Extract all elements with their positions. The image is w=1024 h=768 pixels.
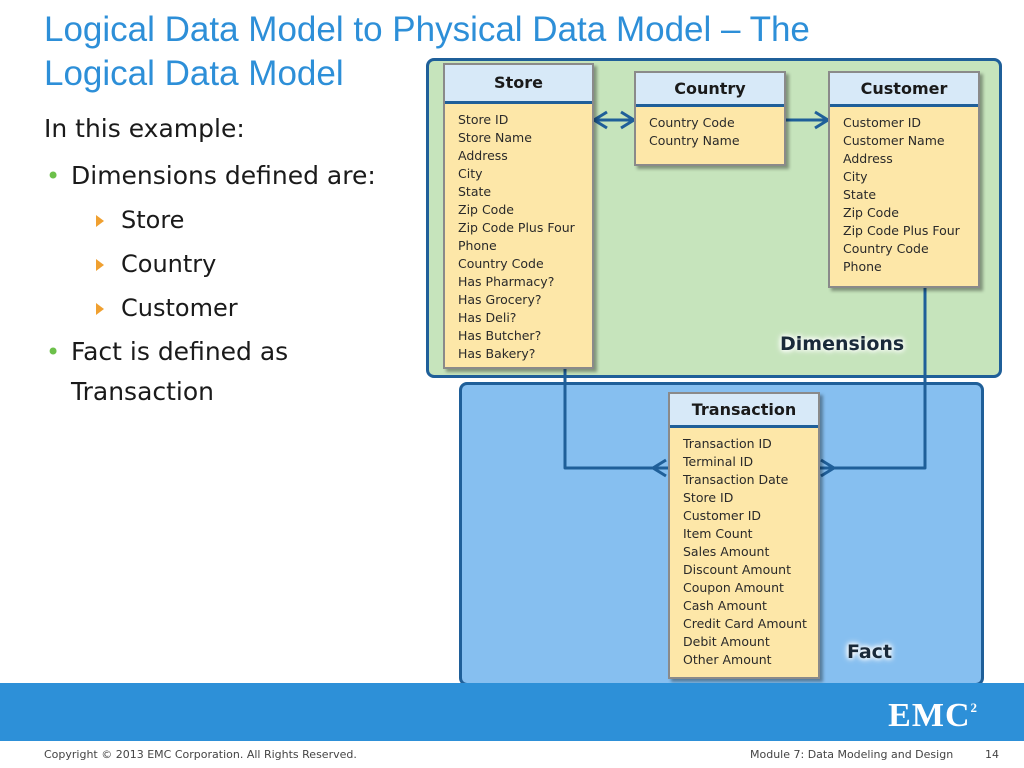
store-field: Store Name (458, 130, 532, 145)
intro-text: In this example: (44, 114, 245, 143)
store-field: Country Code (458, 256, 544, 271)
bullet-fact-line-1: Fact is defined as (71, 337, 289, 366)
country-field: Country Name (649, 133, 740, 148)
sub-bullet-store-text: Store (121, 206, 185, 234)
module-text: Module 7: Data Modeling and Design (750, 748, 954, 761)
country-entity-header: Country (636, 73, 784, 107)
transaction-field: Sales Amount (683, 544, 770, 559)
store-field: Zip Code (458, 202, 514, 217)
bullet-list: In this example: • Dimensions defined ar… (44, 112, 424, 414)
triangle-bullet-icon (96, 259, 104, 271)
copyright-text: Copyright © 2013 EMC Corporation. All Ri… (44, 748, 357, 761)
emc-logo: EMC2 (888, 697, 978, 735)
customer-field: Zip Code (843, 205, 899, 220)
store-field: Has Pharmacy? (458, 274, 555, 289)
transaction-field: Terminal ID (683, 454, 754, 469)
transaction-entity: Transaction Transaction ID Terminal ID T… (668, 392, 820, 679)
transaction-field: Credit Card Amount (683, 616, 807, 631)
dimensions-label: Dimensions (780, 333, 905, 355)
transaction-field: Store ID (683, 490, 734, 505)
transaction-crowfoot-right-icon (820, 458, 836, 478)
bullet-fact: • Fact is defined as Transaction (44, 332, 424, 412)
customer-field: Zip Code Plus Four (843, 223, 960, 238)
transaction-field: Cash Amount (683, 598, 767, 613)
sub-bullet-store: Store (44, 198, 424, 242)
fact-label: Fact (847, 641, 893, 663)
customer-field: Address (843, 151, 893, 166)
transaction-field: Transaction Date (683, 472, 789, 487)
transaction-field: Coupon Amount (683, 580, 784, 595)
title-line-2: Logical Data Model (44, 54, 344, 93)
customer-field: Phone (843, 259, 882, 274)
title-line-1: Logical Data Model to Physical Data Mode… (44, 10, 810, 49)
bullet-dimensions-text: Dimensions defined are: (71, 161, 376, 190)
store-field: Phone (458, 238, 497, 253)
footer-bar: EMC2 (0, 683, 1024, 741)
customer-transaction-line (817, 284, 927, 470)
store-field: City (458, 166, 483, 181)
bullet-dimensions: • Dimensions defined are: (44, 156, 424, 196)
bullet-dot-icon: • (46, 162, 61, 190)
sub-bullet-country-text: Country (121, 250, 217, 278)
transaction-field: Customer ID (683, 508, 762, 523)
sub-bullet-country: Country (44, 242, 424, 286)
sub-bullet-customer-text: Customer (121, 294, 238, 322)
store-entity-header: Store (445, 65, 592, 104)
bullet-fact-line-2: Transaction (71, 377, 215, 406)
transaction-field: Debit Amount (683, 634, 770, 649)
transaction-field: Transaction ID (683, 436, 772, 451)
store-field: Has Butcher? (458, 328, 542, 343)
page-number: 14 (985, 748, 999, 761)
customer-field: City (843, 169, 868, 184)
customer-field: Country Code (843, 241, 929, 256)
store-field-list: Store ID Store Name Address City State Z… (445, 104, 592, 363)
store-entity: Store Store ID Store Name Address City S… (443, 63, 594, 369)
store-crowfoot-icon (592, 110, 608, 130)
country-field-list: Country Code Country Name (636, 107, 784, 150)
transaction-field: Other Amount (683, 652, 772, 667)
transaction-field: Discount Amount (683, 562, 791, 577)
store-field: Address (458, 148, 508, 163)
emc-logo-superscript: 2 (970, 699, 978, 715)
store-field: Has Grocery? (458, 292, 542, 307)
triangle-bullet-icon (96, 303, 104, 315)
store-field: Store ID (458, 112, 509, 127)
store-field: Has Deli? (458, 310, 517, 325)
customer-field-list: Customer ID Customer Name Address City S… (830, 107, 978, 276)
store-field: Zip Code Plus Four (458, 220, 575, 235)
transaction-field-list: Transaction ID Terminal ID Transaction D… (670, 428, 818, 669)
bullet-dot-icon: • (46, 338, 61, 366)
triangle-bullet-icon (96, 215, 104, 227)
customer-entity-header: Customer (830, 73, 978, 107)
store-field: State (458, 184, 492, 199)
sub-bullet-customer: Customer (44, 286, 424, 330)
store-field: Has Bakery? (458, 346, 536, 361)
customer-field: Customer ID (843, 115, 922, 130)
emc-logo-text: EMC (888, 697, 971, 734)
transaction-field: Item Count (683, 526, 753, 541)
customer-entity: Customer Customer ID Customer Name Addre… (828, 71, 980, 288)
country-entity: Country Country Code Country Name (634, 71, 786, 166)
store-transaction-line (563, 365, 670, 470)
transaction-entity-header: Transaction (670, 394, 818, 428)
slide-title: Logical Data Model to Physical Data Mode… (44, 8, 944, 96)
customer-field: State (843, 187, 877, 202)
customer-field: Customer Name (843, 133, 945, 148)
country-field: Country Code (649, 115, 735, 130)
transaction-crowfoot-left-icon (651, 458, 667, 478)
